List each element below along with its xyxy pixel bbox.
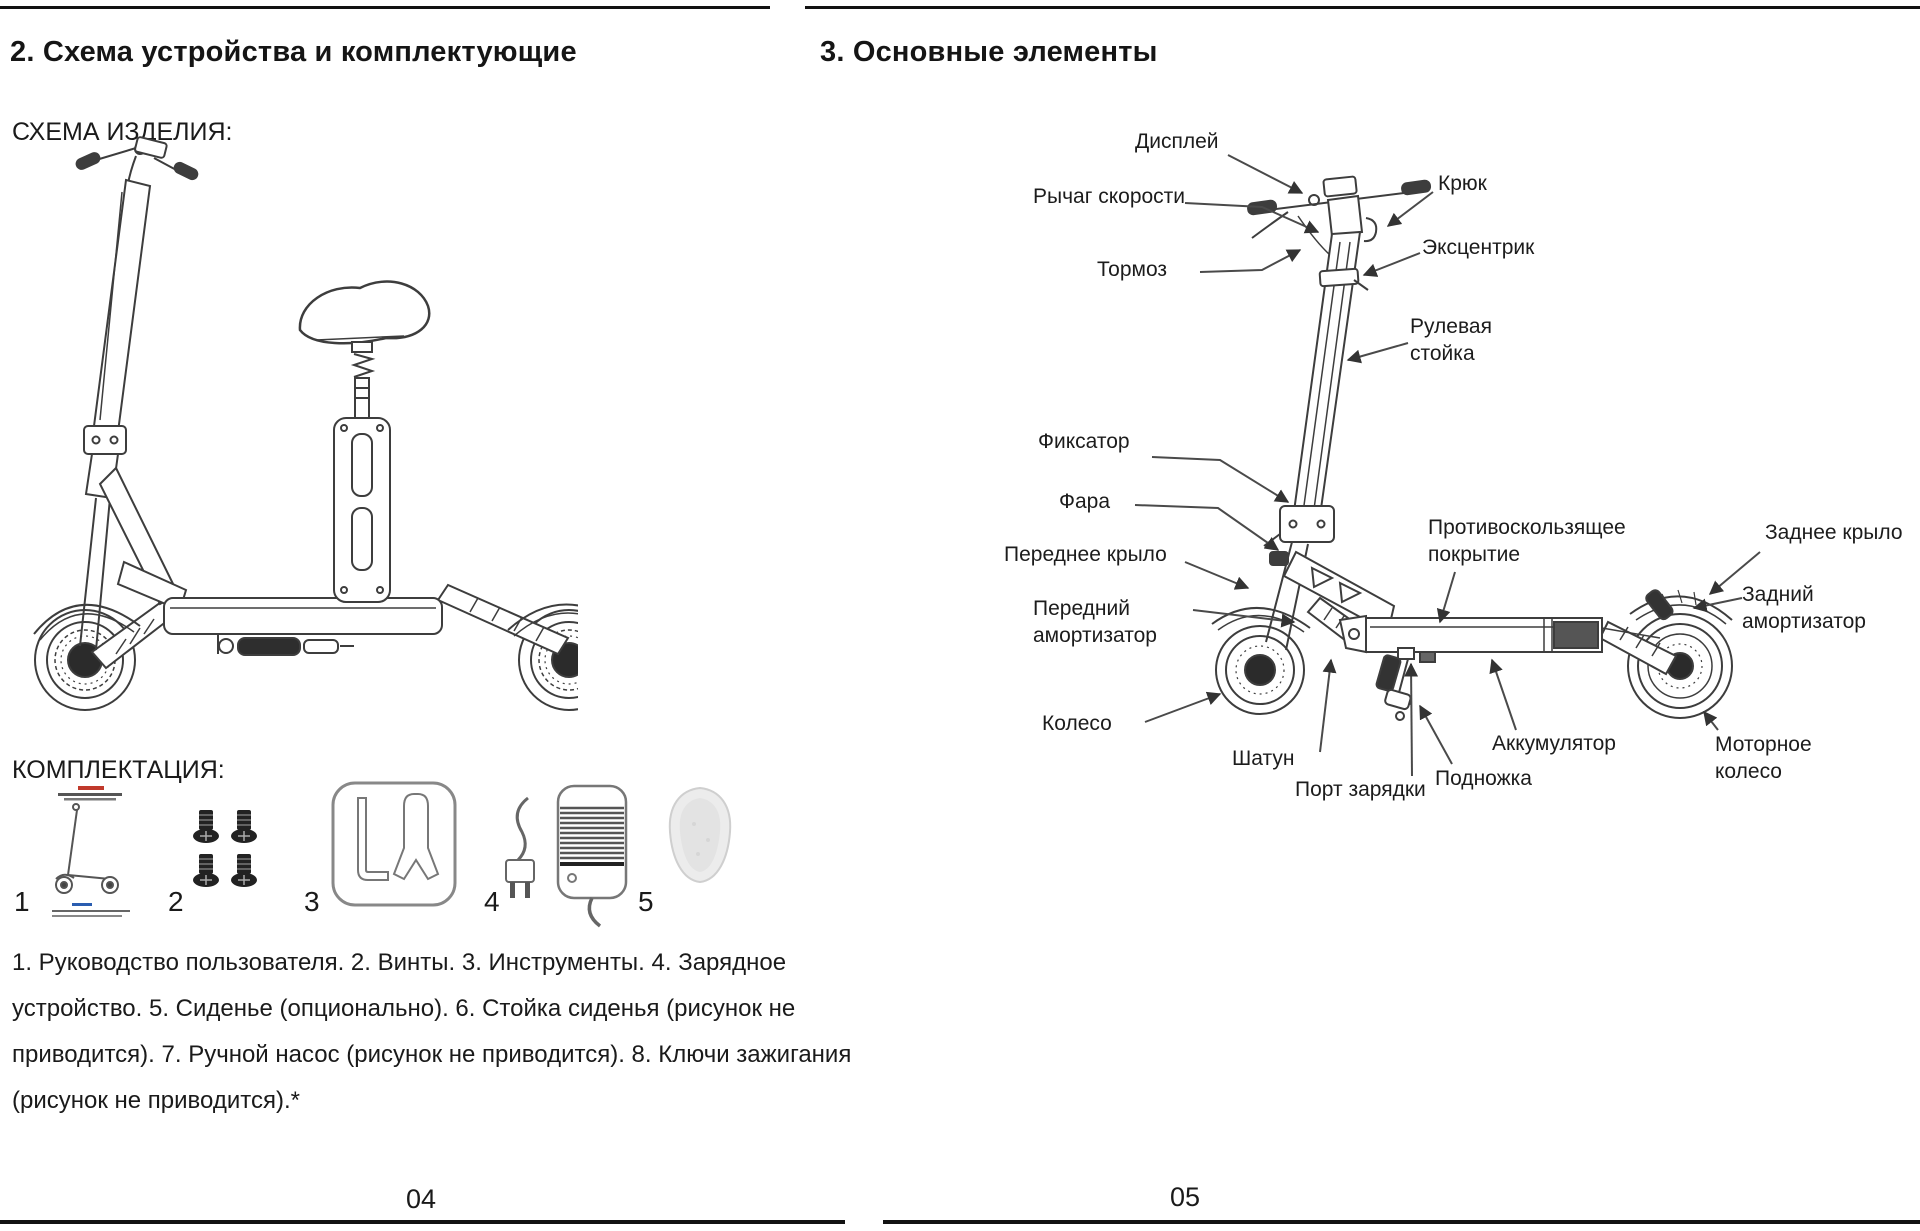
charger-brick-icon [556,784,628,928]
label-wheel: Колесо [1042,712,1112,735]
package-heading: КОМПЛЕКТАЦИЯ: [12,756,225,784]
label-eccentric: Эксцентрик [1422,236,1535,259]
label-motor-wheel: Моторное колесо [1715,733,1812,783]
leader-rear-shock [1692,597,1743,613]
leader-rear-fender [1708,551,1761,595]
label-footrest: Подножка [1435,767,1532,790]
package-item-number-1: 1 [14,886,30,917]
tools-icon [331,781,457,907]
product-diagram-scooter [33,136,578,711]
charger-icon [505,796,535,898]
leader-brake [1199,249,1302,273]
description-line: 1. Руководство пользователя. 2. Винты. 3… [12,949,787,976]
package-item-number-2: 2 [168,886,184,917]
label-battery: Аккумулятор [1492,732,1616,755]
label-antislip: Противоскользящее покрытие [1428,516,1626,566]
label-speed-lever: Рычаг скорости [1033,185,1186,208]
leader-hook [1386,191,1434,227]
package-item-number-3: 3 [304,886,320,917]
label-headlight: Фара [1059,490,1111,513]
right-page-number: 05 [1170,1182,1201,1212]
label-rear-fender: Заднее крыло [1765,521,1903,544]
bottom-rule-left [0,1220,845,1224]
label-front-shock: Передний амортизатор [1033,597,1157,647]
manual-icon [52,786,130,917]
top-rule-left [0,6,770,9]
leader-footrest [1419,704,1453,765]
package-description: 1. Руководство пользователя. 2. Винты. 3… [12,940,851,1124]
label-crank: Шатун [1232,747,1295,770]
bottom-rule-right [883,1220,1920,1224]
description-line: приводится). 7. Ручной насос (рисунок не… [12,1041,852,1068]
label-display: Дисплей [1135,130,1219,153]
leader-lock [1151,456,1290,503]
leader-antislip [1436,571,1456,624]
label-rear-shock: Задний амортизатор [1742,583,1866,633]
elements-diagram-scooter [1134,154,1761,777]
top-rule-right [805,6,1920,9]
label-steering-column: Рулевая стойка [1410,315,1492,365]
leader-eccentric [1362,252,1421,277]
screws-icon [193,810,257,887]
leader-crank [1319,658,1337,753]
package-item-number-5: 5 [638,886,654,917]
scooter-line-art [1211,175,1733,721]
leader-battery [1489,658,1517,731]
leader-lines [1134,154,1761,777]
description-line: (рисунок не приводится).* [12,1087,300,1114]
right-page-title: 3. Основные элементы [820,36,1158,68]
leader-motor-wheel [1703,710,1719,731]
leader-display [1227,154,1304,194]
left-page-title: 2. Схема устройства и комплектующие [10,36,577,68]
leader-wheel [1144,691,1222,723]
label-charge-port: Порт зарядки [1295,778,1426,801]
scheme-heading: СХЕМА ИЗДЕЛИЯ: [12,118,233,146]
left-page-number: 04 [406,1184,437,1214]
package-item-number-4: 4 [484,886,500,917]
leader-charge-port [1404,662,1419,777]
seat-icon [668,786,732,884]
leader-speed-lever [1184,202,1320,234]
label-lock: Фиксатор [1038,430,1130,453]
leader-front-fender [1184,561,1250,590]
label-front-fender: Переднее крыло [1004,543,1167,566]
label-brake: Тормоз [1097,258,1168,281]
leader-steering-column [1346,342,1409,364]
leader-front-shock [1192,609,1296,628]
leader-headlight [1134,504,1280,551]
description-line: устройство. 5. Сиденье (опционально). 6.… [12,995,796,1022]
label-hook: Крюк [1438,172,1487,195]
